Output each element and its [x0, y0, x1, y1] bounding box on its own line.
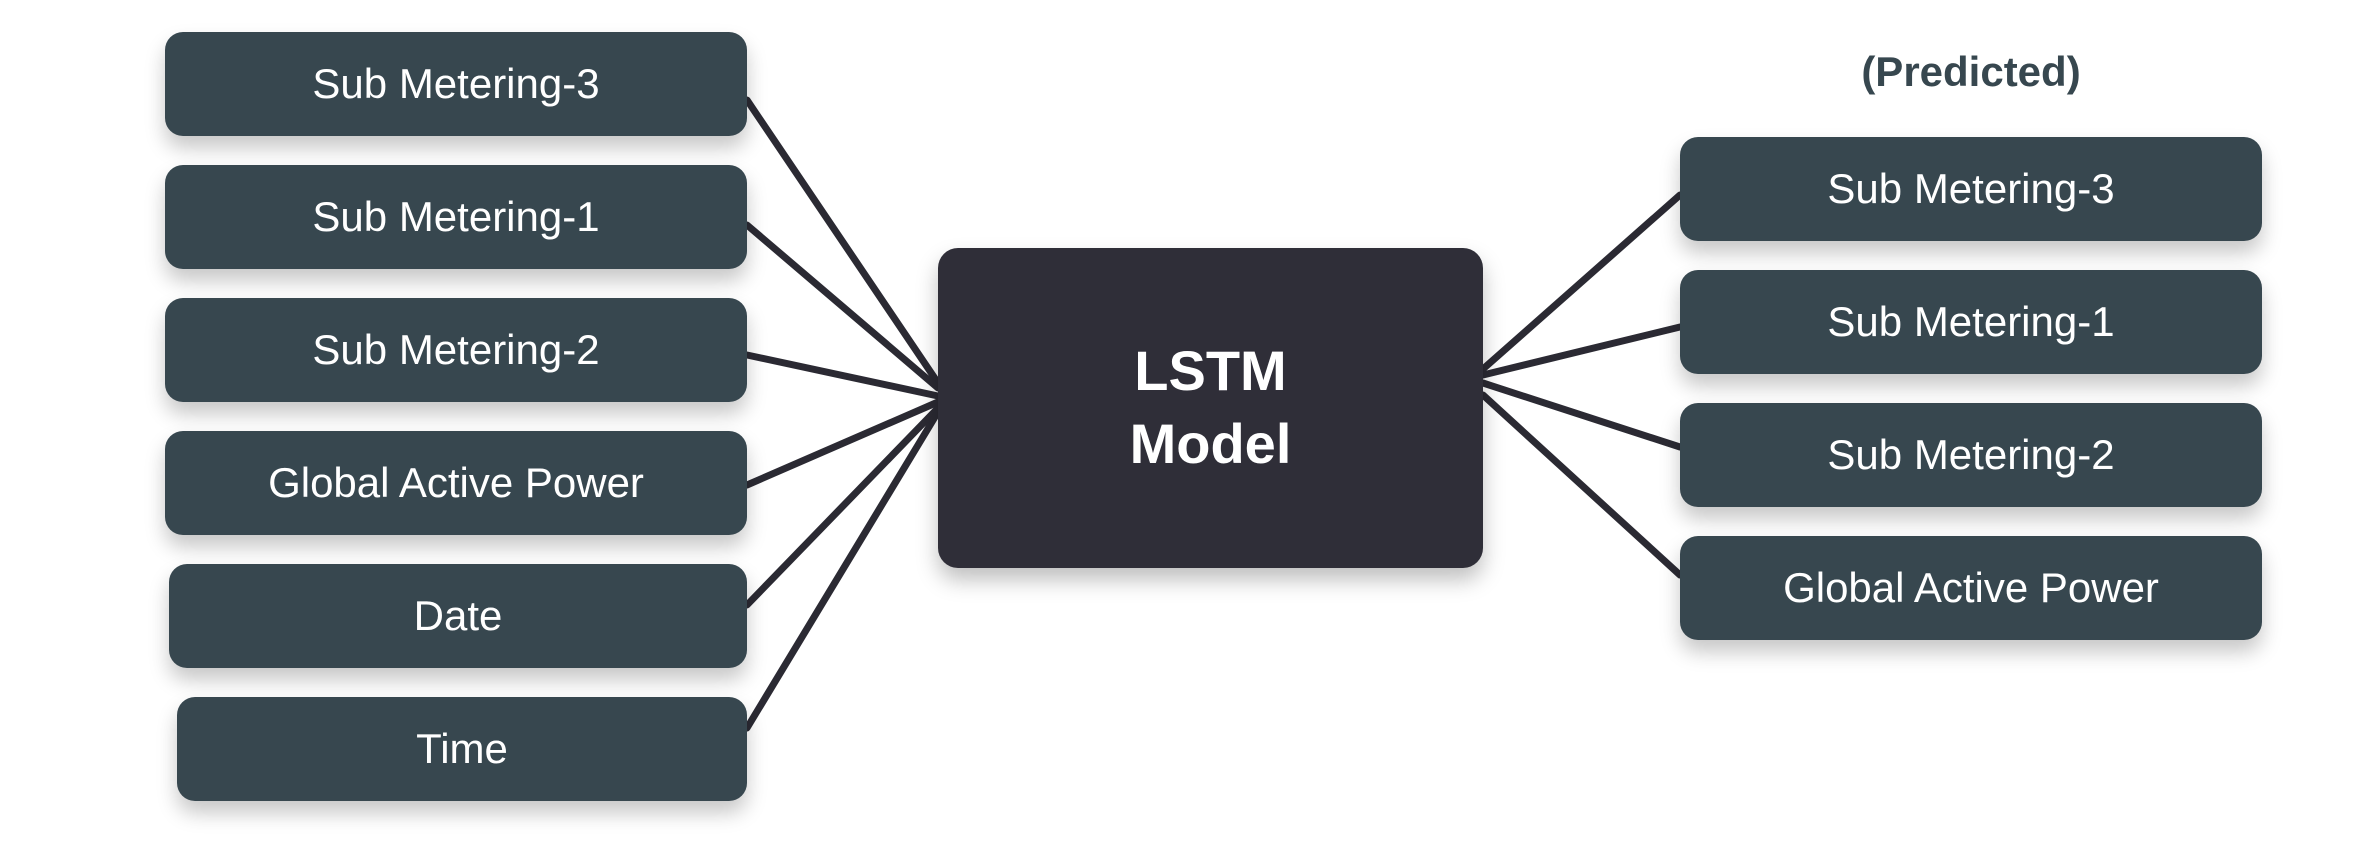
edge-input-sub-metering-1 — [743, 221, 942, 392]
predicted-heading: (Predicted) — [1861, 48, 2081, 95]
edge-input-sub-metering-3 — [743, 96, 942, 387]
input-node-global-active-power: Global Active Power — [165, 431, 747, 535]
model-label-line-1: LSTM — [1134, 339, 1287, 403]
input-node-label: Global Active Power — [268, 459, 644, 506]
input-node-label: Date — [413, 592, 503, 639]
lstm-model-node: LSTM Model — [938, 248, 1483, 568]
input-node-label: Sub Metering-3 — [312, 60, 600, 107]
edge-output-global-active-power — [1479, 391, 1684, 579]
output-node-sub-metering-1: Sub Metering-1 — [1680, 270, 2262, 374]
output-node-sub-metering-3: Sub Metering-3 — [1680, 137, 2262, 241]
input-node-label: Time — [416, 725, 508, 772]
edge-input-time — [743, 408, 942, 732]
input-node-time: Time — [177, 697, 747, 801]
edge-output-sub-metering-1 — [1479, 323, 1684, 379]
output-node-label: Sub Metering-3 — [1827, 165, 2115, 212]
input-node-date: Date — [169, 564, 747, 668]
output-node-sub-metering-2: Sub Metering-2 — [1680, 403, 2262, 507]
edge-input-date — [743, 404, 942, 609]
model-label-line-2: Model — [1129, 412, 1292, 475]
output-node-label: Global Active Power — [1783, 564, 2159, 611]
edge-output-sub-metering-3 — [1479, 191, 1684, 373]
edge-output-sub-metering-2 — [1479, 379, 1684, 451]
edge-input-sub-metering-2 — [743, 351, 942, 400]
input-node-sub-metering-3: Sub Metering-3 — [165, 32, 747, 136]
edge-input-global-active-power — [743, 398, 942, 489]
output-node-label: Sub Metering-2 — [1827, 431, 2115, 478]
output-node-label: Sub Metering-1 — [1827, 298, 2115, 345]
input-node-label: Sub Metering-2 — [312, 326, 600, 373]
input-node-sub-metering-2: Sub Metering-2 — [165, 298, 747, 402]
output-node-global-active-power: Global Active Power — [1680, 536, 2262, 640]
input-node-sub-metering-1: Sub Metering-1 — [165, 165, 747, 269]
input-node-label: Sub Metering-1 — [312, 193, 600, 240]
